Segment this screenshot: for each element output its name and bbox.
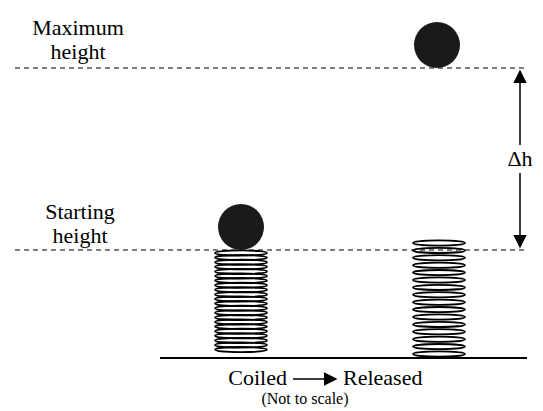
spring-coil [413,240,465,245]
ground-line [160,357,527,359]
spring-coil [413,263,465,268]
max-height-line [15,67,527,68]
spring-coil [413,248,465,253]
note-label: (Not to scale) [261,390,348,408]
ball [414,22,460,68]
coiled-spring [215,250,267,352]
start-height-line [15,249,527,250]
height-label: Maximum height [3,16,153,64]
process-arrow [293,378,336,380]
ball [218,204,264,250]
spring-coil [413,292,465,297]
spring-coil [413,344,465,349]
spring-coil [413,337,465,342]
state-label: Coiled [228,366,287,390]
spring-coil [413,307,465,312]
spring-coil [413,277,465,282]
state-label: Released [343,366,422,390]
height-label: Starting height [15,200,145,248]
spring-coil [413,270,465,275]
spring-coil [413,255,465,260]
released-spring [413,240,465,356]
spring-coil [413,285,465,290]
spring-coil [215,347,267,352]
spring-coil [413,322,465,327]
delta-label: Δh [504,145,535,173]
spring-coil [413,300,465,305]
spring-coil [413,329,465,334]
spring-coil [413,351,465,356]
spring-coil [413,314,465,319]
